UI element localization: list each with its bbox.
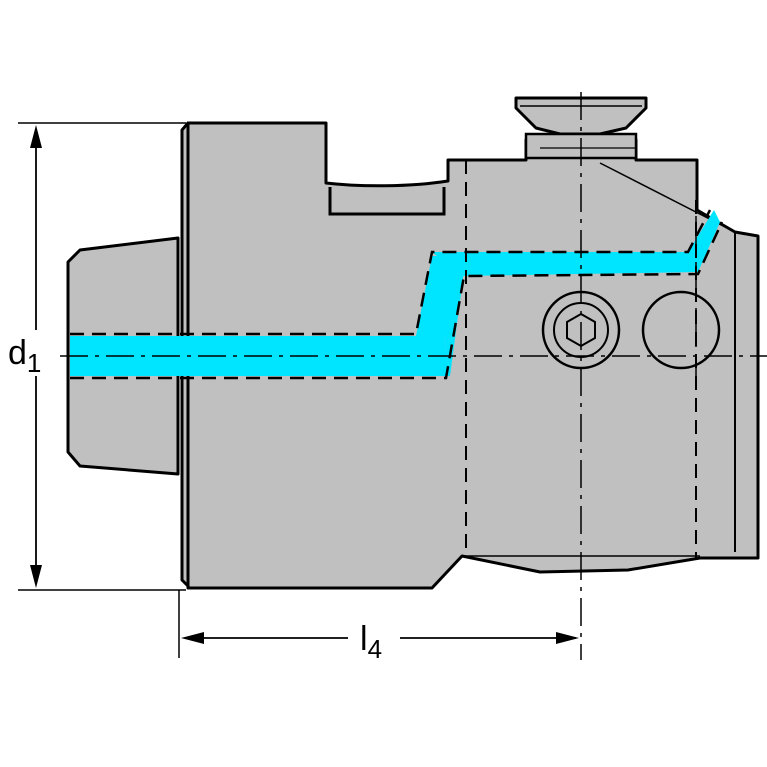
l4-subscript: 4 [368, 634, 382, 664]
l4-label: l [360, 620, 368, 658]
dimension-l4: l4 [178, 590, 579, 664]
d1-subscript: 1 [27, 348, 41, 378]
dimension-d1: d1 [6, 122, 186, 591]
coolant-channel-rear [432, 210, 720, 276]
main-body [186, 121, 760, 590]
key-slot [328, 187, 446, 216]
svg-text:l4: l4 [360, 620, 382, 664]
svg-text:d1: d1 [8, 334, 41, 378]
threaded-bore-icon [641, 290, 721, 370]
center-lines [60, 92, 767, 660]
d1-label: d [8, 334, 27, 372]
coolant-channel-hidden-lines [70, 209, 724, 380]
coolant-channel-riser [416, 256, 466, 376]
